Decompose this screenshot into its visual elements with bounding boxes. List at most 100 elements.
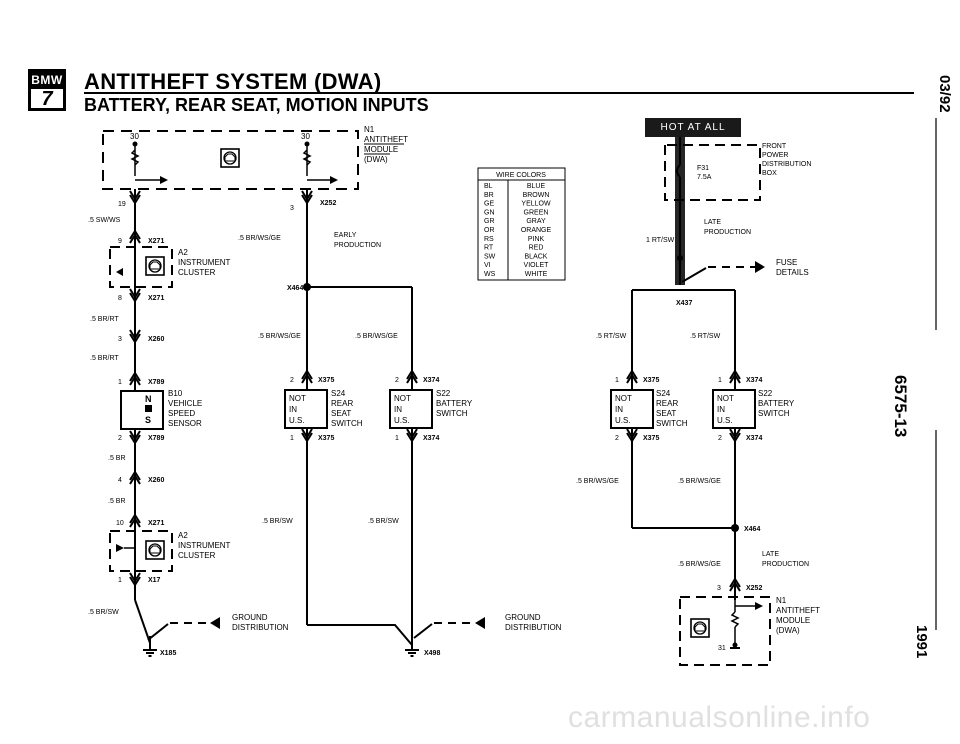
s22r-switch: SWITCH [758,409,790,418]
s24c-label: S24 [331,389,346,398]
b10-sensor: SENSOR [168,419,202,428]
x271-upper-label: X271 [148,238,164,245]
wire-color-name-8: BLACK [525,253,548,260]
x271-mid-label: X271 [148,295,164,302]
x374-r-top: X374 [746,377,762,384]
s22r-in: IN [717,405,725,414]
ground-dist-right-2: DISTRIBUTION [505,623,562,632]
s24r-us: U.S. [615,416,631,425]
late-bottom-production: PRODUCTION [762,561,809,568]
s24c-pin1: 1 [290,435,294,442]
n1-right-pin31: 31 [718,645,726,652]
n1-dwa: (DWA) [364,155,388,164]
x17-pin1-label: 1 [118,577,122,584]
wire-rt-sw-2: .5 RT/SW [690,333,721,340]
x260-upper-label: X260 [148,336,164,343]
x437-label: X437 [676,300,692,307]
page-subtitle: BATTERY, REAR SEAT, MOTION INPUTS [84,95,429,115]
s22c-pin2: 2 [395,377,399,384]
x374-r-bottom: X374 [746,435,762,442]
n1-label: N1 [364,125,375,134]
wire-color-name-9: VIOLET [524,262,550,269]
x374-c-top: X374 [423,377,439,384]
s22r-label: S22 [758,389,773,398]
wire-br-2: .5 BR [108,498,126,505]
bmw-7-logo: BMW 7 [28,69,66,111]
power-label: POWER [762,152,788,159]
pin3-label: 3 [290,205,294,212]
s24r-not: NOT [615,394,632,403]
x252-label-top: X252 [320,200,336,207]
wire-color-name-5: ORANGE [521,227,552,234]
watermark: carmanualsonline.info [568,701,871,734]
n1-right-module: MODULE [776,616,810,625]
wire-code-2: GE [484,201,494,208]
fuse-amp-label: 7.5A [697,174,712,181]
wire-color-name-0: BLUE [527,183,546,190]
n1-module: MODULE [364,145,398,154]
a2-lower-cluster: CLUSTER [178,551,216,560]
a2-upper-instrument: INSTRUMENT [178,258,231,267]
s22c-battery: BATTERY [436,399,473,408]
wire-color-name-3: GREEN [524,209,549,216]
x374-c-bottom: X374 [423,435,439,442]
wire-br-sw-3: .5 BR/SW [368,518,399,525]
x260-pin3-label: 3 [118,336,122,343]
b10-vehicle: VEHICLE [168,399,202,408]
page-title: ANTITHEFT SYSTEM (DWA) [84,69,382,94]
n1-right-dwa: (DWA) [776,626,800,635]
wire-br-ws-ge-3: .5 BR/WS/GE [355,333,398,340]
s24r-pin1: 1 [615,377,619,384]
x271-lower-label: X271 [148,520,164,527]
wire-color-name-6: PINK [528,236,545,243]
ground-dist-left: GROUND [232,613,268,622]
ground-dist-left-2: DISTRIBUTION [232,623,289,632]
s22c-not: NOT [394,394,411,403]
logo-top: BMW [31,72,63,89]
x375-r-bottom: X375 [643,435,659,442]
wire-code-7: RT [484,245,494,252]
wire-code-0: BL [484,183,493,190]
ground-dist-right: GROUND [505,613,541,622]
x789-upper-label: X789 [148,379,164,386]
wire-code-9: VI [484,262,491,269]
late-top-production: PRODUCTION [704,229,751,236]
s24r-pin2: 2 [615,435,619,442]
s24c-rear: REAR [331,399,353,408]
s24r-rear: REAR [656,399,678,408]
wire-br-ws-ge-2: .5 BR/WS/GE [258,333,301,340]
x252-pin3: 3 [717,585,721,592]
s24c-pin2: 2 [290,377,294,384]
s22c-pin1: 1 [395,435,399,442]
sensor-s: S [145,415,151,425]
wire-br-rt-1: .5 BR/RT [90,316,119,323]
x260-pin4-label: 4 [118,477,122,484]
x498-label: X498 [424,650,440,657]
box-label: BOX [762,170,777,177]
pin8-label: 8 [118,295,122,302]
s24c-switch: SWITCH [331,419,363,428]
s22c-label: S22 [436,389,451,398]
wire-sw-ws: .5 SW/WS [88,217,121,224]
s24c-not: NOT [289,394,306,403]
wire-code-3: GN [484,209,495,216]
ground-x185-icon [142,649,158,657]
n1-pin30-right: 30 [301,132,310,141]
early-production-label: PRODUCTION [334,242,381,249]
n1-module-icon [220,148,240,168]
s24r-switch: SWITCH [656,419,688,428]
x17-label: X17 [148,577,161,584]
fuse-details-label: DETAILS [776,268,809,277]
wire-br-sw-2: .5 BR/SW [262,518,293,525]
title-rule [84,92,914,94]
hot-at-all-times-label: HOT AT ALL TIMES [645,118,741,152]
wire-1-rt-sw: 1 RT/SW [646,237,675,244]
wire-br-ws-ge-5: .5 BR/WS/GE [678,478,721,485]
late-bottom-label: LATE [762,551,779,558]
wire-rt-sw-1: .5 RT/SW [596,333,627,340]
b10-label: B10 [168,389,183,398]
ground-x498-icon [404,649,420,657]
wire-colors-title: WIRE COLORS [496,172,546,179]
x252-right-label: X252 [746,585,762,592]
